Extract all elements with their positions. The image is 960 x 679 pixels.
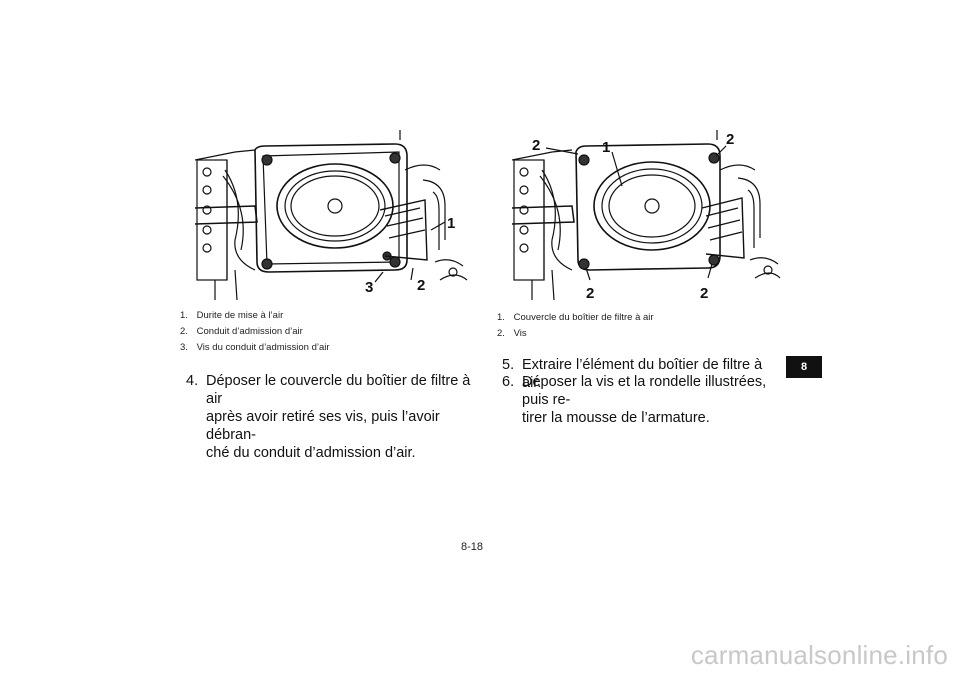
caption-item: 2. Conduit d’admission d’air	[180, 326, 303, 337]
callout-3: 3	[365, 279, 373, 296]
step-line: Déposer la vis et la rondelle illustrées…	[522, 374, 767, 408]
figure-air-filter-cover: 2 1 2 2 2	[512, 130, 782, 305]
page-number: 8-18	[461, 541, 484, 553]
step-6: 6. Déposer la vis et la rondelle illustr…	[502, 373, 787, 426]
caption-item: 2. Vis	[497, 328, 527, 339]
callout-2: 2	[417, 277, 425, 294]
callout-2-bottom-left: 2	[586, 285, 594, 302]
caption-item: 3. Vis du conduit d’admission d’air	[180, 342, 330, 353]
watermark: carmanualsonline.info	[690, 640, 948, 670]
chapter-tab: 8	[786, 356, 822, 378]
figure-air-intake-duct: 1 2 3	[195, 130, 470, 302]
callout-1: 1	[447, 215, 455, 232]
step-number: 6.	[502, 374, 515, 390]
step-line: ché du conduit d’admission d’air.	[206, 445, 416, 461]
step-5: 5. Extraire l’élément du boîtier de filt…	[502, 356, 782, 391]
callout-2-top-left: 2	[532, 137, 540, 154]
step-line: tirer la mousse de l’armature.	[522, 410, 710, 426]
step-number: 4.	[186, 373, 199, 389]
callout-1: 1	[602, 139, 610, 156]
callout-2-top-right: 2	[726, 131, 734, 148]
step-line: après avoir retiré ses vis, puis l’avoir…	[206, 409, 440, 443]
step-line: Déposer le couvercle du boîtier de filtr…	[206, 373, 471, 407]
step-number: 5.	[502, 357, 515, 373]
caption-item: 1. Couvercle du boîtier de filtre à air	[497, 312, 654, 323]
figure-captions-left: 1. Durite de mise à l’air 2. Conduit d’a…	[180, 308, 330, 356]
step-4: 4. Déposer le couvercle du boîtier de fi…	[186, 372, 476, 461]
callout-2-bottom-right: 2	[700, 285, 708, 302]
step-line: Extraire l’élément du boîtier de filtre …	[522, 357, 763, 391]
caption-item: 1. Durite de mise à l’air	[180, 310, 284, 321]
figure-captions-right: 1. Couvercle du boîtier de filtre à air …	[497, 310, 654, 342]
